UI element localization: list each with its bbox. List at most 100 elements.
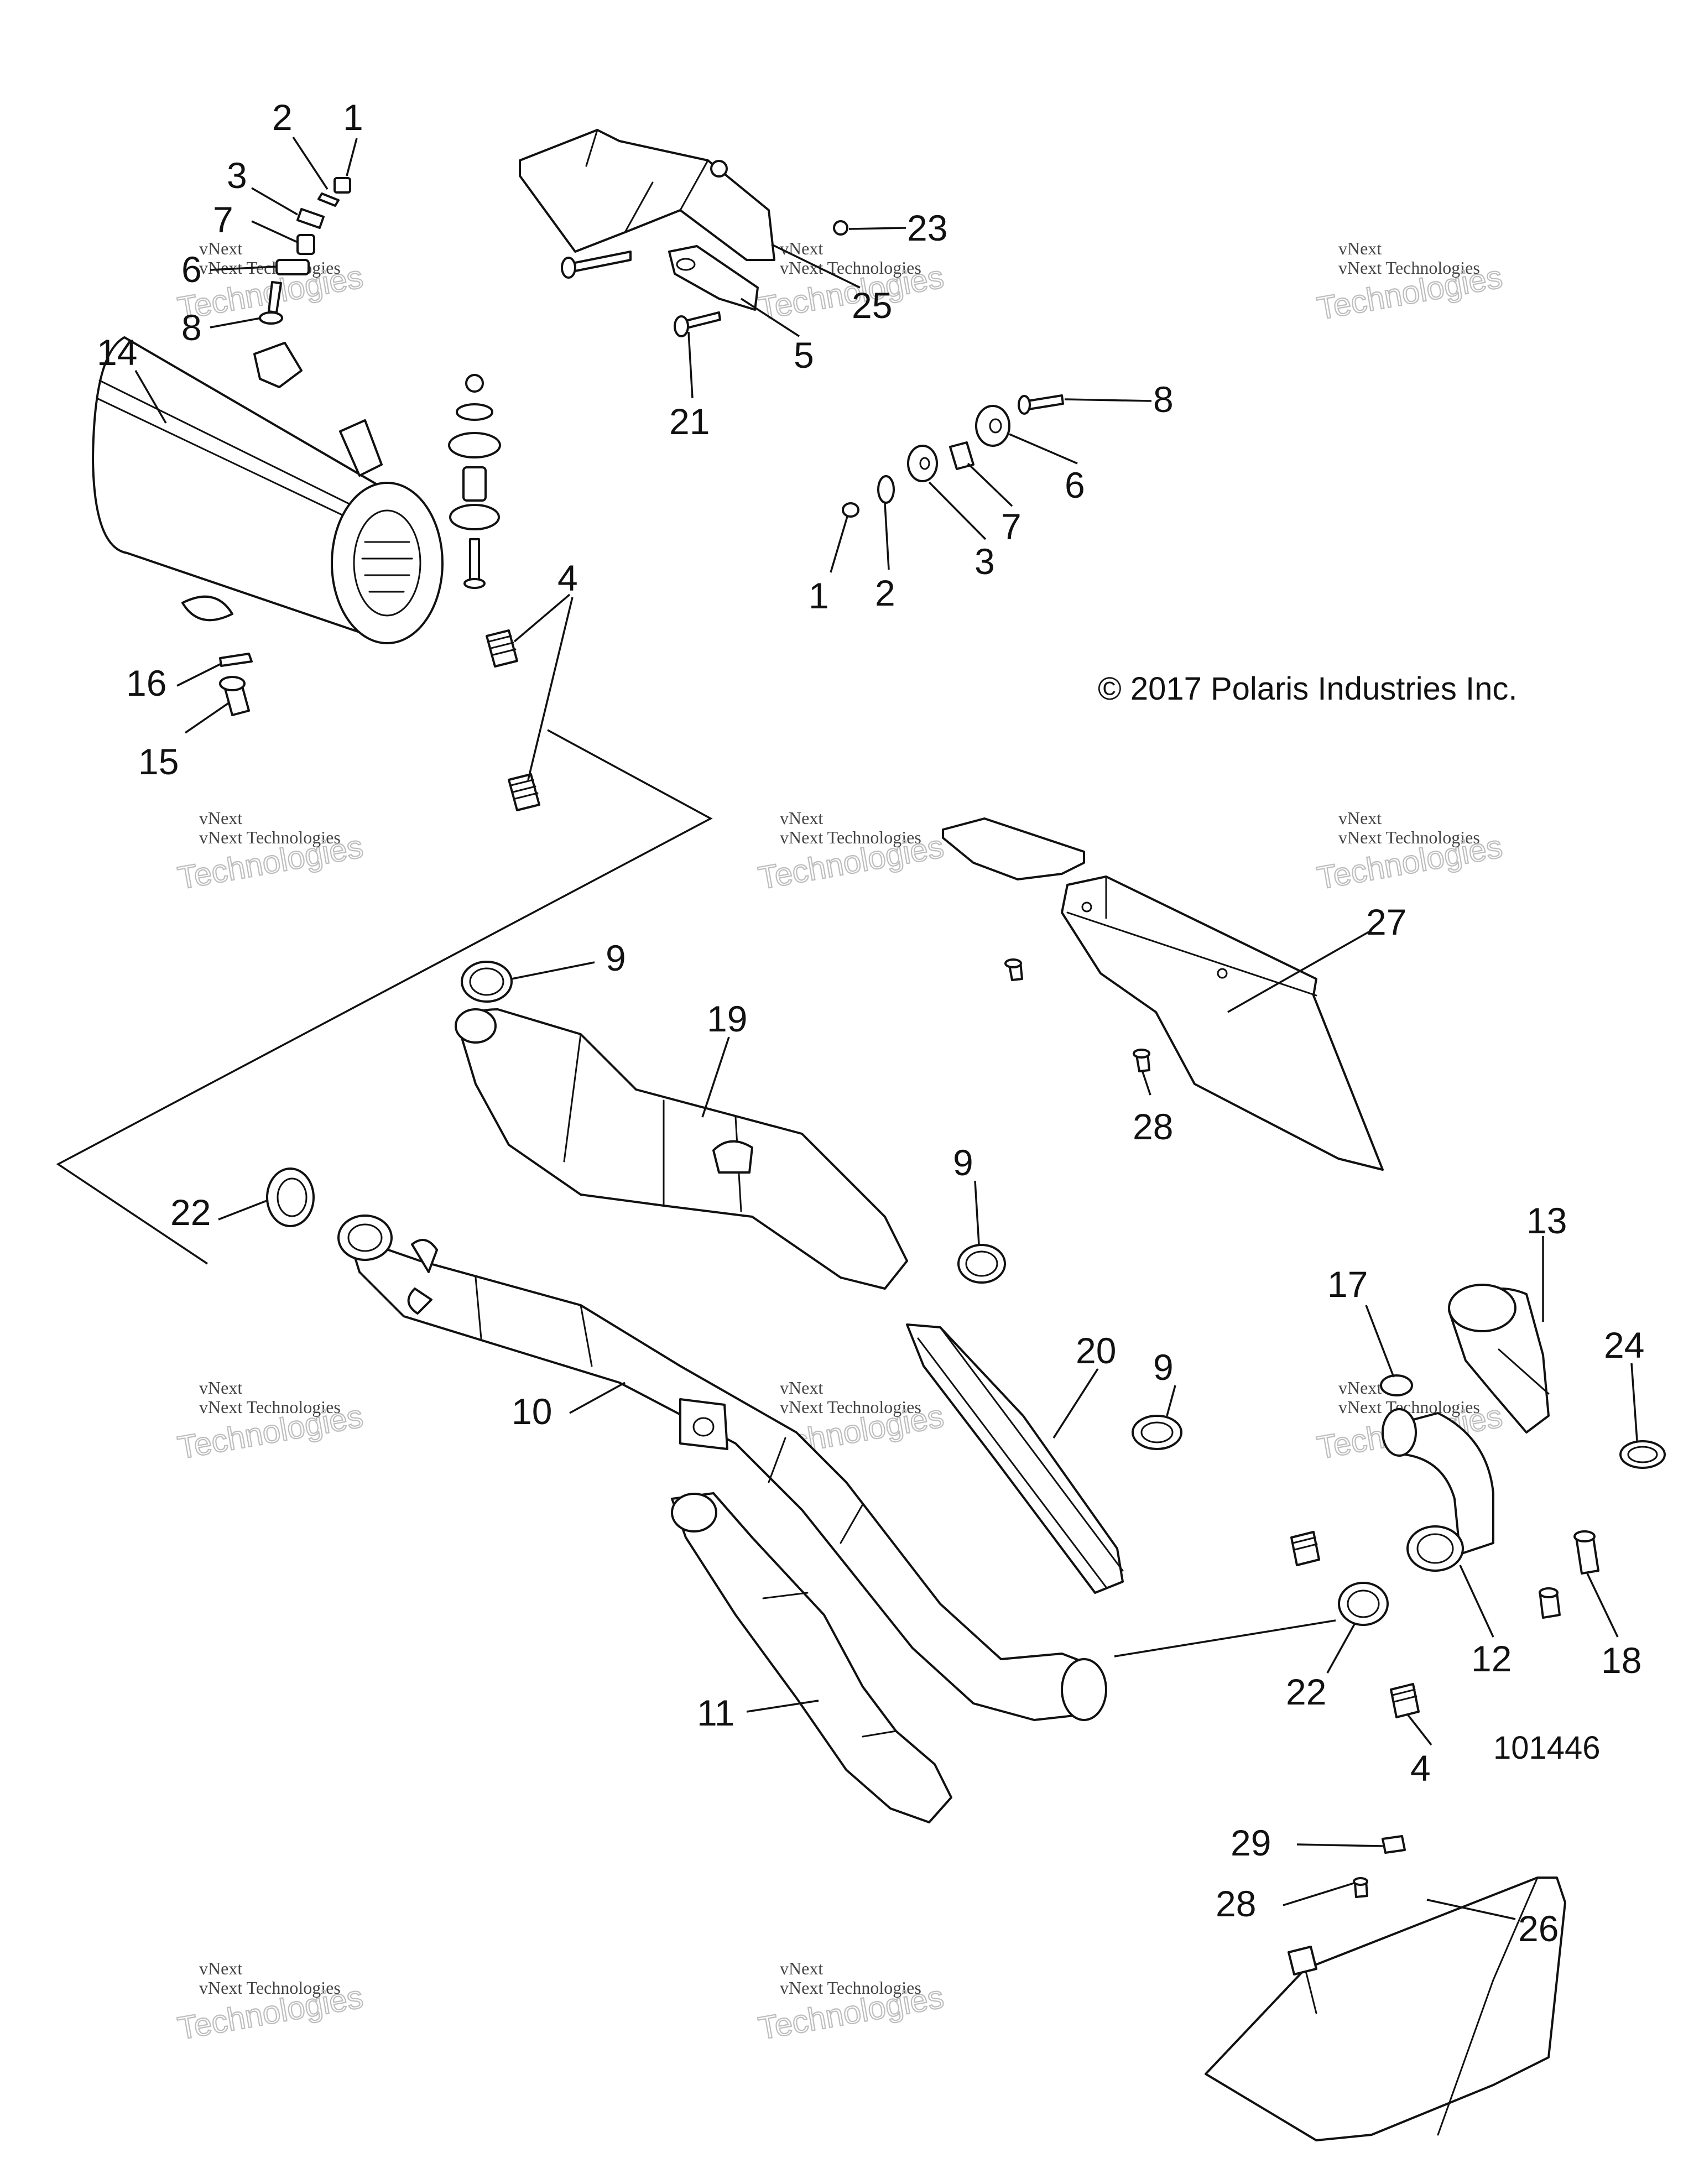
callout-12: 12 [1471,1638,1512,1679]
leader-19 [701,1036,730,1118]
callout-17: 17 [1327,1264,1368,1305]
leader-5 [741,298,800,337]
svg-text:vNext: vNext [1338,1378,1382,1398]
callout-15: 15 [138,741,179,782]
isolator-stack [448,374,501,589]
leader-lines [134,137,1638,1920]
muffler-end-cap-ring [353,509,421,617]
svg-text:vNext Technologies: vNext Technologies [780,827,921,847]
leader-24 [1630,1363,1638,1441]
spring-upper-coils [488,635,517,656]
elbow-part-12 [1395,1412,1494,1555]
screw-head-28-a [1004,958,1022,968]
stack-spacer [462,466,487,502]
leader-7b [967,462,1013,507]
bolt-part-21 [685,311,721,329]
callout-3-right: 3 [974,541,995,582]
leader-6a [210,265,277,271]
head-pipe-seams [475,1276,864,1544]
head-pipe-outlet-flange [1061,1658,1107,1721]
svg-text:vNext: vNext [780,1378,823,1398]
grommet-6-hole [989,418,1002,434]
svg-text:vNext: vNext [1338,238,1382,258]
callout-4-upper: 4 [557,557,578,598]
stack-bolt-head [463,578,486,589]
leader-20 [1052,1368,1099,1438]
bolt-part-21-upper [574,251,632,272]
leader-7a [251,220,298,243]
gasket-part-17 [1380,1374,1413,1396]
mid-pipe-inlet [455,1008,497,1044]
spring-part-4-lower-right [1390,1683,1420,1718]
head-pipe-connection-line [1114,1619,1336,1657]
clamp-part-24 [1619,1440,1666,1469]
svg-text:vNext: vNext [199,1958,242,1978]
muffler-bracket [339,419,383,477]
shield-hole-1 [1081,901,1092,913]
leader-4b [1406,1713,1432,1746]
svg-text:vNext: vNext [199,238,242,258]
shield-hole-2 [1217,968,1228,979]
clamp-9-middle [957,1244,1006,1284]
shield-20-body [906,1323,1124,1594]
callout-1-top: 1 [343,97,363,138]
clamp-24-inner [1627,1446,1658,1463]
leader-28a [1141,1070,1151,1096]
callout-25: 25 [852,285,892,326]
svg-text:vNext: vNext [199,1378,242,1398]
spring-lower-coils [510,779,539,800]
callout-2-top: 2 [272,97,293,138]
callout-4-lower: 4 [1410,1748,1431,1789]
svg-text:vNext Technologies: vNext Technologies [780,1978,921,1998]
callout-3-top: 3 [227,155,247,196]
leader-29 [1296,1843,1383,1847]
leader-25 [771,243,861,289]
elbow-13-flange [1448,1284,1516,1332]
muffler-inlet-stub [181,595,233,622]
grommet-part-6-right [975,405,1010,447]
stack-nut [465,374,484,393]
muffler-seam [96,379,383,535]
clamp-9-lower-inner [1140,1421,1174,1443]
grommet-part-3 [296,208,325,229]
springs-part-4 [486,629,540,811]
callout-22-left: 22 [170,1192,211,1233]
callout-8-right: 8 [1153,379,1174,420]
leader-17 [1365,1305,1395,1378]
svg-text:vNext: vNext [780,1958,823,1978]
leader-8b [1064,398,1152,402]
svg-text:vNext: vNext [199,808,242,828]
watermark-3: vNext vNext Technologies Technologies [1314,238,1505,327]
leader-3b [928,481,987,540]
head-pipe-body [347,1235,1099,1721]
head-pipe-flange [337,1215,393,1261]
svg-text:vNext Technologies: vNext Technologies [1338,827,1480,847]
leader-21 [687,331,694,399]
watermark-10: vNext vNext Technologies Technologies [174,1958,366,2047]
stack-bolt [469,538,480,582]
heat-shield-part-20 [906,1323,1124,1594]
nut-part-1 [333,177,351,194]
muffler-mount-hardware-stack [259,177,351,325]
leader-26 [1426,1899,1516,1920]
leader-16 [176,663,222,687]
shield-front-flap [942,817,1085,880]
leader-12 [1459,1565,1494,1638]
nut-part-1-right [842,502,859,518]
screw-28-c-head [1353,1877,1368,1886]
shield-26-body [1205,1877,1566,2141]
spacer-part-7 [296,234,315,255]
callout-10: 10 [512,1391,552,1432]
seal-part-22-left [266,1167,315,1227]
callout-24: 24 [1604,1325,1644,1365]
shield-main-body [1061,875,1384,1171]
callout-7-right: 7 [1001,506,1022,547]
clamps-part-9 [461,961,1182,1450]
clamp-9-upper-inner [469,967,504,996]
elbow-12-flange-inner [1416,1533,1454,1564]
washer-part-2 [317,192,340,207]
seal-22-right-inner [1347,1589,1380,1618]
callout-23: 23 [907,207,947,248]
bracket-hole [676,258,696,271]
